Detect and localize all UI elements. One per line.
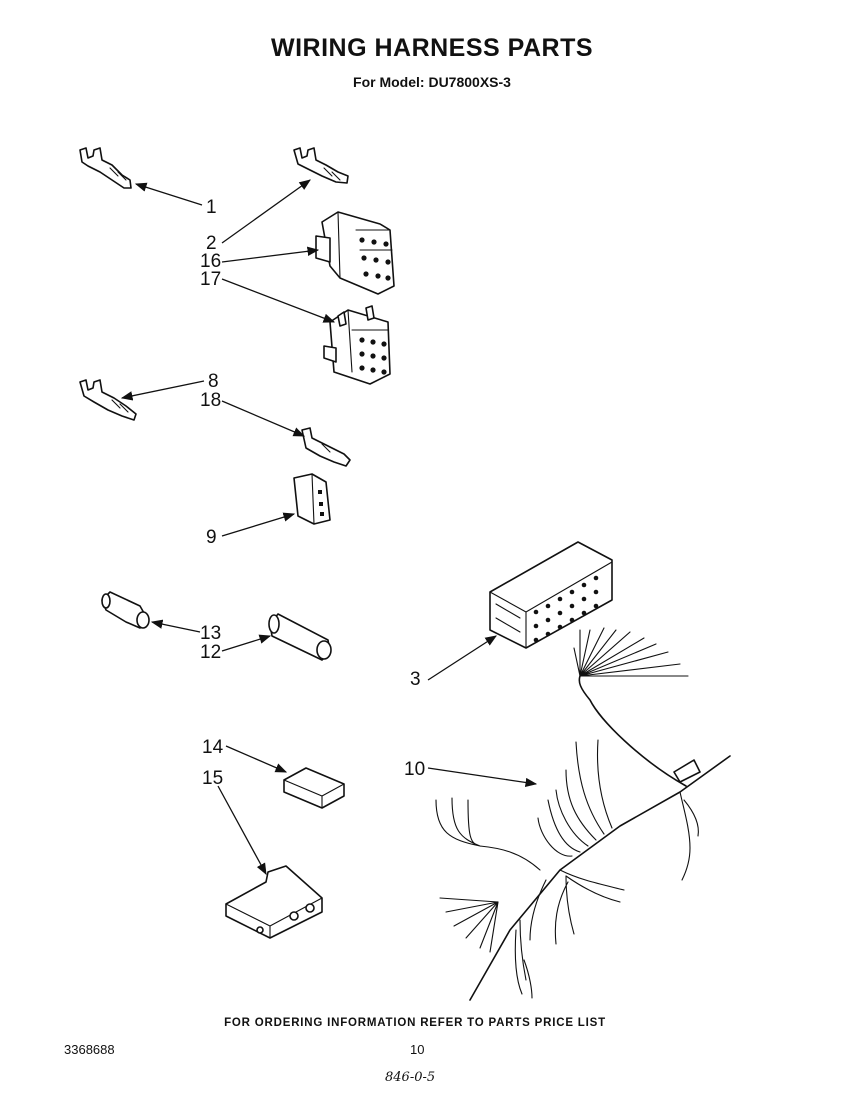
part-16-connector-block[interactable] — [315, 211, 395, 295]
document-number: 3368688 — [64, 1042, 115, 1057]
part-8-terminal[interactable] — [79, 379, 137, 421]
handwritten-note: 846-0-5 — [385, 1070, 436, 1085]
callout-18: 18 — [200, 390, 222, 411]
callout-14: 14 — [202, 737, 224, 758]
callout-15: 15 — [202, 768, 224, 789]
callout-17: 17 — [200, 269, 222, 290]
part-12-sleeve[interactable] — [268, 613, 332, 661]
leader-lines — [120, 179, 538, 876]
callout-12: 12 — [200, 642, 222, 663]
page-number: 10 — [410, 1042, 425, 1057]
callout-13: 13 — [200, 623, 222, 644]
page-title: WIRING HARNESS PARTS — [270, 34, 594, 62]
callout-9: 9 — [206, 527, 217, 548]
callout-16: 16 — [200, 251, 222, 272]
part-18-terminal[interactable] — [301, 427, 351, 467]
part-9-small-connector[interactable] — [293, 473, 331, 525]
part-1-terminal[interactable] — [79, 147, 132, 189]
part-13-splice-cap[interactable] — [101, 591, 150, 629]
part-2-terminal[interactable] — [293, 147, 349, 184]
model-subtitle: For Model: DU7800XS-3 — [353, 74, 511, 90]
ordering-note: FOR ORDERING INFORMATION REFER TO PARTS … — [224, 1017, 606, 1029]
part-10-wiring-harness[interactable] — [435, 627, 731, 1001]
part-14-clip[interactable] — [283, 767, 345, 809]
callout-3: 3 — [410, 669, 421, 690]
callout-1: 1 — [206, 197, 217, 218]
part-17-connector-block[interactable] — [323, 305, 391, 385]
callout-2: 2 — [206, 233, 217, 254]
part-3-main-connector[interactable] — [489, 541, 613, 649]
callout-10: 10 — [404, 759, 426, 780]
callout-8: 8 — [208, 371, 219, 392]
part-15-bracket[interactable] — [225, 865, 323, 939]
connector-pin-grid — [533, 575, 599, 643]
